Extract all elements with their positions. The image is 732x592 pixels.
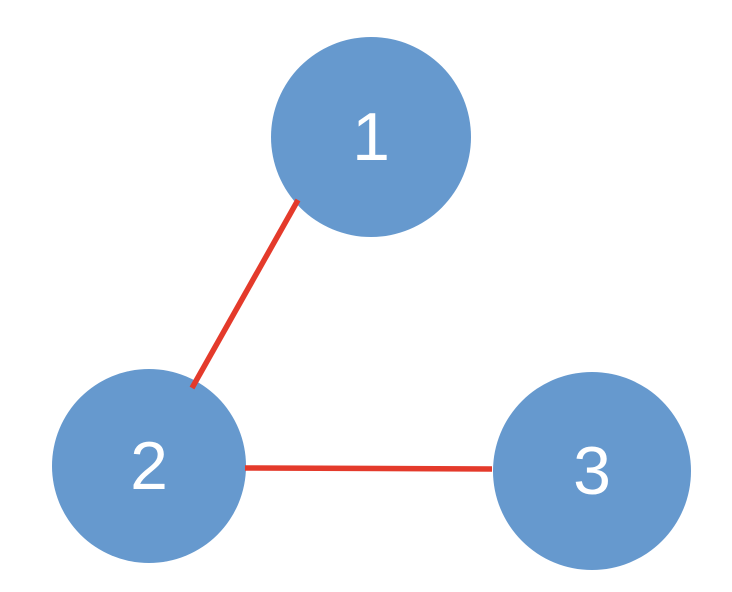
labels-layer: 1 2 3 [130,99,611,509]
graph-node-label-1: 1 [352,99,390,175]
graph-node-label-3: 3 [573,433,611,509]
graph-node-2[interactable] [52,369,246,563]
graph-node-1[interactable] [271,37,471,237]
edges-layer [189,198,493,472]
graph-edge-1-2[interactable] [189,198,301,390]
graph-node-3[interactable] [493,372,691,570]
graph-edge-2-3[interactable] [244,465,493,472]
graph-node-label-2: 2 [130,428,168,504]
nodes-layer [52,37,691,570]
